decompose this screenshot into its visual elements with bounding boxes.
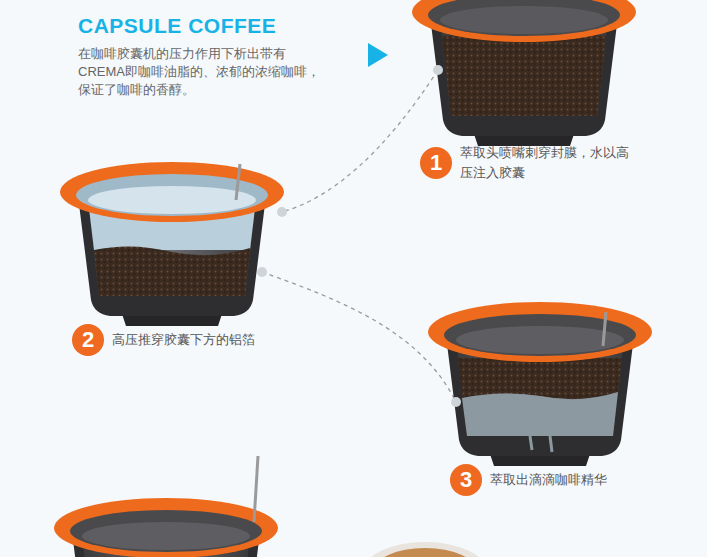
step-callout: 3萃取出滴滴咖啡精华 [450, 464, 482, 496]
dashed-path [282, 70, 438, 212]
callout-number: 1 [430, 152, 442, 174]
step-text: 萃取头喷嘴刺穿封膜，水以高 压注入胶囊 [460, 143, 660, 183]
capsule-water [60, 162, 284, 326]
callout-number: 2 [82, 329, 94, 351]
intro-text: 在咖啡胶囊机的压力作用下析出带有 CREMA即咖啡油脂的、浓郁的浓缩咖啡， 保证… [78, 45, 348, 99]
step-text: 高压推穿胶囊下方的铝箔 [112, 330, 342, 350]
callout-number: 3 [460, 469, 472, 491]
arrow-triangle [368, 43, 388, 67]
step-text: 萃取出滴滴咖啡精华 [490, 470, 690, 490]
coffee-cup [363, 542, 487, 557]
capsule-extract [428, 302, 652, 466]
title-text: CAPSULE COFFEE [78, 14, 276, 38]
capsule-bottom [54, 498, 278, 557]
dashed-path [262, 272, 456, 402]
step-callout: 2高压推穿胶囊下方的铝箔 [72, 324, 104, 356]
capsule-top [412, 0, 636, 146]
step-callout: 1萃取头喷嘴刺穿封膜，水以高 压注入胶囊 [420, 147, 452, 179]
